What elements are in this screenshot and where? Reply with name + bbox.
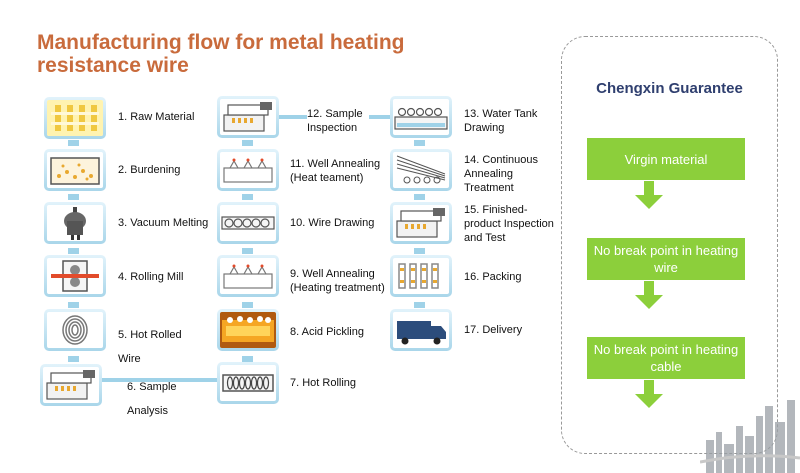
flow-connector: [100, 378, 218, 382]
step-3-icon-box: [44, 202, 106, 244]
guarantee-title: Chengxin Guarantee: [596, 80, 743, 97]
packing-icon: [398, 263, 439, 289]
step-8-icon-box: [217, 309, 279, 351]
rolling-mill-icon: [51, 260, 99, 292]
annealing-furnace-icon: [223, 264, 273, 289]
wire-coil-icon: [62, 315, 88, 345]
step-14-icon-box: [390, 149, 452, 191]
step-11-icon-box: [217, 149, 279, 191]
hot-rolling-icon: [222, 374, 274, 392]
flow-connector: [242, 248, 253, 254]
step-10-icon-box: [217, 202, 279, 244]
city-skyline-icon: [700, 400, 800, 473]
acid-pickling-icon: [220, 312, 276, 348]
step-16-label: 16. Packing: [464, 271, 522, 283]
flow-connector: [414, 248, 425, 254]
page-title: Manufacturing flow for metal heating res…: [37, 31, 405, 77]
step-13-label: 13. Water Tank Drawing: [464, 108, 538, 134]
flow-connector: [68, 302, 79, 308]
step-2-icon-box: [44, 149, 106, 191]
delivery-truck-icon: [397, 321, 446, 345]
flow-connector: [68, 356, 79, 362]
step-1-label: 1. Raw Material: [118, 111, 195, 123]
flow-connector: [242, 302, 253, 308]
step-12-label: 12. Sample Inspection: [307, 107, 369, 135]
raw-material-icon: [47, 100, 103, 136]
flow-connector: [242, 140, 253, 146]
guarantee-item: No break point in heating wire: [587, 238, 745, 280]
step-6-icon-box: [40, 364, 102, 406]
step-7-icon-box: [217, 362, 279, 404]
step-10-label: 10. Wire Drawing: [290, 217, 375, 229]
step-12-icon-box: [217, 96, 279, 138]
step-17-icon-box: [390, 309, 452, 351]
flow-connector: [414, 194, 425, 200]
sample-inspection-icon: [223, 102, 272, 132]
flow-connector: [414, 140, 425, 146]
step-2-label: 2. Burdening: [118, 164, 181, 176]
flow-connector: [68, 140, 79, 146]
continuous-annealing-icon: [396, 155, 446, 184]
step-9-icon-box: [217, 255, 279, 297]
water-tank-icon: [394, 107, 448, 130]
step-4-icon-box: [44, 255, 106, 297]
step-17-label: 17. Delivery: [464, 324, 523, 336]
guarantee-panel: [561, 36, 778, 454]
sample-analysis-icon: [46, 370, 95, 400]
step-1-icon-box: [44, 97, 106, 139]
flow-connector: [242, 356, 253, 362]
step-3-label: 3. Vacuum Melting: [118, 217, 209, 229]
guarantee-item: No break point in heating cable: [587, 337, 745, 379]
step-6-label: 6. Sample Analysis: [127, 381, 177, 417]
flow-connector: [414, 302, 425, 308]
guarantee-item: Virgin material: [587, 138, 745, 180]
step-15-icon-box: [390, 202, 452, 244]
annealing-furnace-icon: [223, 158, 273, 183]
step-7-label: 7. Hot Rolling: [290, 377, 357, 389]
step-15-label: 15. Finished-product Inspection and Test: [464, 204, 554, 244]
step-11-label: 11. Well Annealing (Heat teament): [290, 158, 381, 184]
step-5-label: 5. Hot Rolled Wire: [118, 329, 182, 365]
step-4-label: 4. Rolling Mill: [118, 271, 184, 283]
step-9-label: 9. Well Annealing (Heating treatment): [290, 268, 385, 294]
product-inspection-icon: [396, 208, 445, 238]
wire-drawing-icon: [221, 216, 275, 230]
step-16-icon-box: [390, 255, 452, 297]
burdening-icon: [50, 157, 100, 185]
flow-connector: [242, 194, 253, 200]
flow-connector: [68, 194, 79, 200]
step-8-label: 8. Acid Pickling: [290, 326, 364, 338]
step-5-icon-box: [44, 309, 106, 351]
step-13-icon-box: [390, 96, 452, 138]
vacuum-furnace-icon: [64, 207, 86, 240]
flow-connector: [68, 248, 79, 254]
step-14-label: 14. Continuous Annealing Treatment: [464, 154, 538, 194]
